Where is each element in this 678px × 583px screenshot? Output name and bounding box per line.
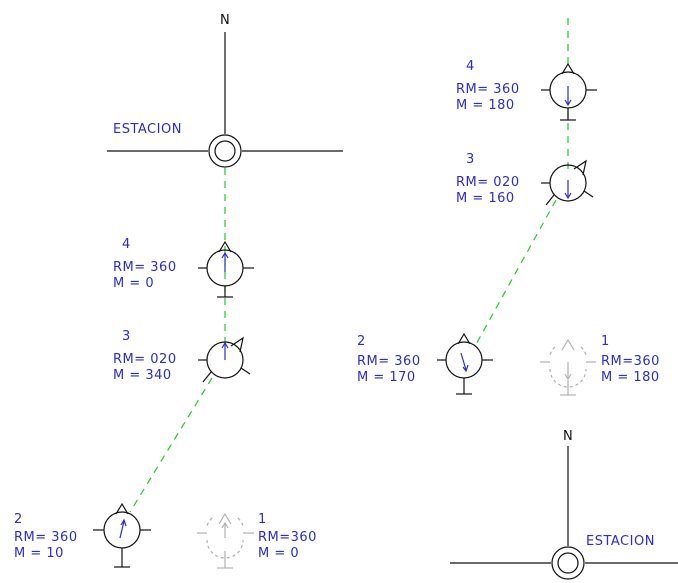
right-node-2[interactable]: [437, 332, 493, 395]
right-node-1-rm: RM=360: [601, 354, 660, 369]
right-node-3-number: 3: [466, 152, 475, 167]
right-node-4-number: 4: [466, 59, 475, 74]
left-node-2-rm: RM= 360: [14, 530, 78, 545]
left-node-1[interactable]: [197, 512, 254, 569]
left-node-4[interactable]: [198, 240, 254, 298]
right-node-3-rm: RM= 020: [456, 175, 520, 190]
left-diagram: N ESTACION 4 RM= 360 M = 0: [14, 13, 343, 569]
left-node-3-number: 3: [122, 329, 131, 344]
left-node-2-m: M = 10: [14, 546, 64, 561]
left-node-4-number: 4: [122, 237, 131, 252]
left-north-label: N: [220, 13, 231, 28]
right-north-label: N: [563, 429, 574, 444]
left-node-1-rm: RM=360: [258, 530, 317, 545]
left-node-1-number: 1: [258, 512, 267, 527]
left-node-3[interactable]: [198, 336, 251, 383]
right-node-1-m: M = 180: [601, 370, 660, 385]
right-node-4[interactable]: [541, 62, 597, 121]
right-node-3-m: M = 160: [456, 191, 515, 206]
right-node-1-number: 1: [601, 334, 610, 349]
right-node-4-rm: RM= 360: [456, 82, 520, 97]
right-node-2-m: M = 170: [357, 370, 416, 385]
left-traverse-line-lower: [129, 377, 213, 513]
left-node-4-m: M = 0: [113, 276, 154, 291]
left-node-3-m: M = 340: [113, 368, 172, 383]
right-station-marker[interactable]: [551, 546, 585, 580]
right-node-3[interactable]: [541, 159, 594, 206]
left-node-2-number: 2: [14, 512, 23, 527]
left-station-label: ESTACION: [113, 122, 182, 137]
right-traverse-line-lower: [473, 199, 557, 349]
right-diagram: 4 RM= 360 M = 180 3 RM= 020 M = 160 2: [357, 18, 678, 580]
left-station-marker[interactable]: [208, 134, 242, 168]
right-node-4-m: M = 180: [456, 98, 515, 113]
left-node-1-m: M = 0: [258, 546, 299, 561]
left-node-3-rm: RM= 020: [113, 352, 177, 367]
right-station-label: ESTACION: [586, 534, 655, 549]
left-node-2[interactable]: [93, 502, 151, 568]
right-node-2-rm: RM= 360: [357, 354, 421, 369]
left-node-4-rm: RM= 360: [113, 260, 177, 275]
right-node-2-number: 2: [357, 334, 366, 349]
right-node-1[interactable]: [540, 338, 596, 396]
